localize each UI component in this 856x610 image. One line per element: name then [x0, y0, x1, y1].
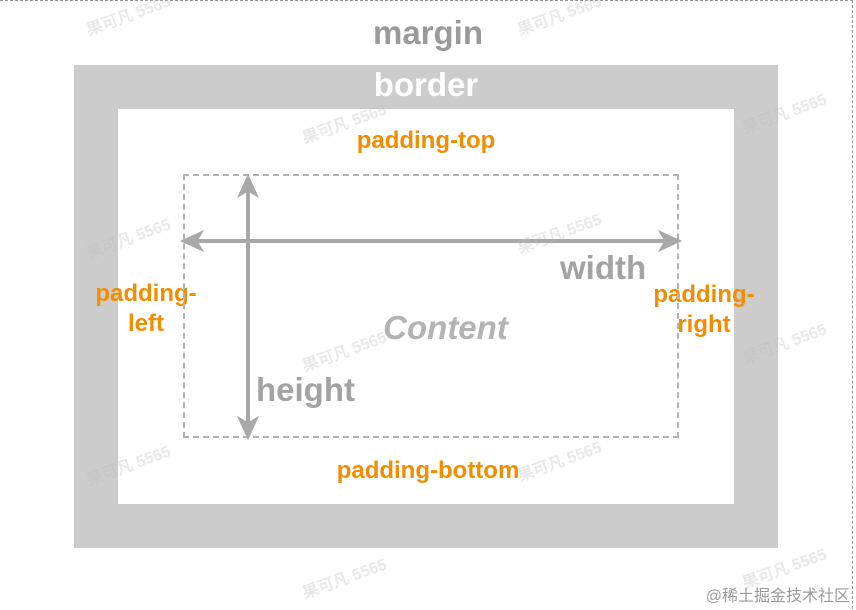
- height-arrow: [236, 173, 260, 441]
- content-box: [183, 174, 679, 438]
- border-label: border: [373, 66, 479, 103]
- margin-label: margin: [372, 14, 484, 51]
- width-arrow: [179, 229, 683, 253]
- width-label: width: [560, 249, 647, 286]
- padding-right-line2: right: [677, 311, 731, 338]
- padding-left-label: padding- left: [88, 279, 204, 339]
- padding-right-label: padding- right: [645, 280, 763, 340]
- padding-left-line2: left: [128, 310, 164, 337]
- content-label: Content: [383, 309, 508, 346]
- padding-bottom-label: padding-bottom: [336, 457, 520, 484]
- credit-text: @稀土掘金技术社区: [705, 588, 850, 605]
- padding-top-label: padding-top: [356, 127, 496, 154]
- padding-right-line1: padding-: [653, 281, 755, 308]
- padding-left-line1: padding-: [95, 280, 197, 307]
- height-label: height: [256, 371, 355, 408]
